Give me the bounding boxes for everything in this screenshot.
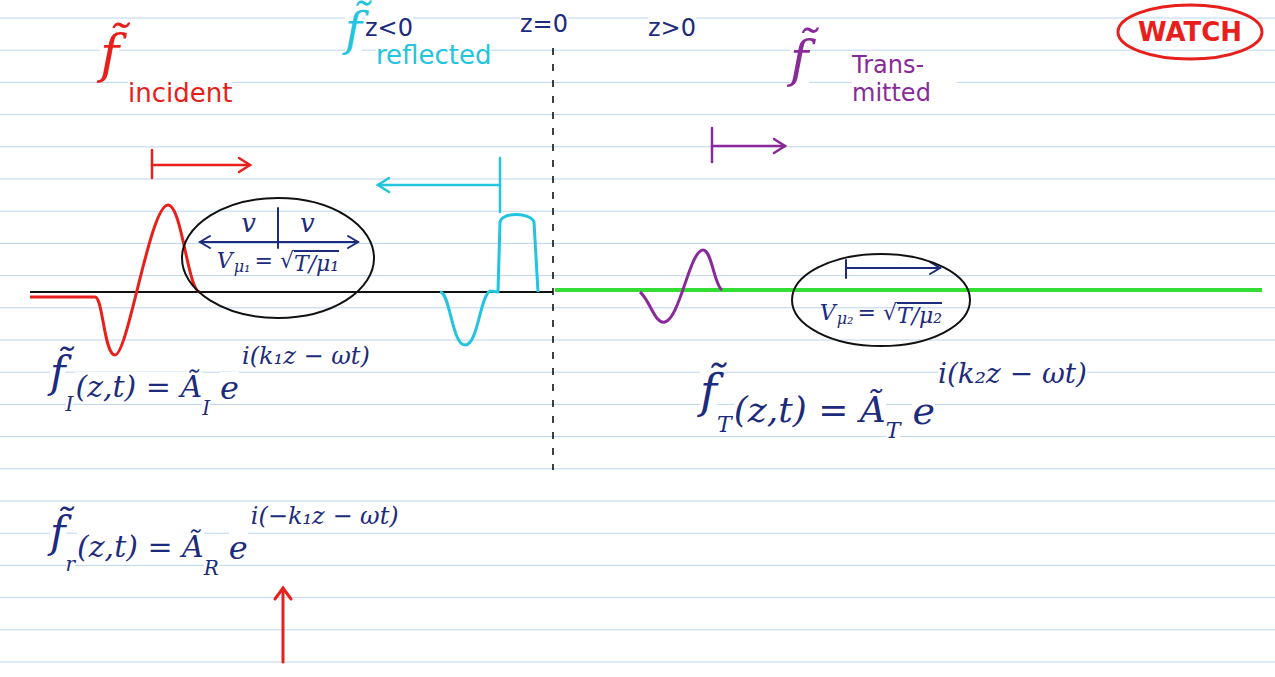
arrow-head bbox=[200, 236, 210, 248]
ruled-line bbox=[0, 436, 1275, 437]
speed-symbol: v bbox=[241, 210, 256, 236]
equation-subscript: R bbox=[204, 558, 219, 578]
ruled-line bbox=[0, 18, 1275, 19]
equation-exponent: i(k₂z − ωt) bbox=[938, 360, 1087, 388]
equation-term: (z,t) = Ã bbox=[734, 392, 886, 428]
formula-term: = √ bbox=[858, 302, 897, 324]
arrow-head bbox=[348, 236, 358, 248]
speed-arrow bbox=[846, 267, 940, 269]
ruled-line bbox=[0, 404, 1275, 405]
ruled-line bbox=[0, 501, 1275, 502]
boundary-line bbox=[552, 48, 554, 470]
equation-subscript: I bbox=[66, 394, 74, 414]
speed-arrow bbox=[200, 241, 278, 243]
ruled-line bbox=[0, 340, 1275, 341]
equation-symbol: f̃ bbox=[700, 368, 717, 414]
speed-arrow bbox=[278, 241, 358, 243]
wave-name: Trans- mitted bbox=[852, 52, 957, 107]
equation-exponent: i(k₁z − ωt) bbox=[242, 344, 370, 368]
ruled-lines bbox=[0, 18, 1275, 662]
formula-term: = √ bbox=[255, 250, 294, 272]
arrow-head bbox=[275, 588, 291, 599]
ruled-line bbox=[0, 597, 1275, 598]
equation-symbol: f̃ bbox=[50, 512, 66, 554]
equation-term: (z,t) = Ã bbox=[75, 372, 202, 402]
region-label: z>0 bbox=[648, 16, 696, 40]
wave-name: incident bbox=[128, 80, 232, 106]
ellipse-outline bbox=[792, 254, 970, 346]
ruled-line bbox=[0, 211, 1275, 212]
ruled-line bbox=[0, 179, 1275, 180]
ruled-line bbox=[0, 146, 1275, 147]
speed-bubble: Vμ₂= √T/μ₂ bbox=[790, 252, 972, 348]
note-text: WATCH bbox=[1138, 19, 1242, 45]
transmitted-pulse bbox=[640, 250, 722, 322]
ruled-line bbox=[0, 662, 1275, 663]
ellipse-outline bbox=[1118, 5, 1262, 59]
speed-symbol: v bbox=[300, 210, 315, 236]
node-outline bbox=[790, 252, 972, 348]
direction-arrow bbox=[378, 184, 500, 187]
formula-term: V bbox=[217, 250, 233, 272]
equation-symbol: f̃ bbox=[50, 352, 66, 394]
ruled-line bbox=[0, 565, 1275, 566]
string-right bbox=[555, 288, 1262, 292]
arrow-head bbox=[378, 178, 389, 192]
wave-symbol: f̃ bbox=[100, 28, 119, 80]
equation-subscript: T bbox=[717, 414, 732, 436]
arrow-head bbox=[774, 139, 785, 153]
equation-term: e bbox=[912, 392, 935, 430]
formula-term: V bbox=[820, 302, 836, 324]
watch-circle: WATCH bbox=[1115, 2, 1265, 62]
ruled-line bbox=[0, 629, 1275, 630]
incident-pulse bbox=[30, 205, 200, 355]
formula-radicand: T/μ₂ bbox=[897, 302, 942, 327]
ruled-line bbox=[0, 114, 1275, 115]
string-left bbox=[30, 291, 553, 293]
equation-subscript: T bbox=[886, 420, 901, 442]
boundary-label: z=0 bbox=[520, 12, 568, 36]
equation-term: e bbox=[229, 532, 248, 564]
region-label: z<0 bbox=[365, 16, 413, 40]
formula-subscript: μ₂ bbox=[837, 311, 854, 327]
equation-term: (z,t) = Ã bbox=[77, 532, 204, 562]
ruled-line bbox=[0, 243, 1275, 244]
wave-name: reflected bbox=[376, 42, 491, 68]
speed-bubble: vvVμ₁= √T/μ₁ bbox=[180, 196, 376, 320]
equation-subscript: r bbox=[66, 554, 76, 574]
ellipse-outline bbox=[182, 198, 374, 318]
wave-symbol: f̃ bbox=[790, 34, 809, 84]
wave-symbol: f̃ bbox=[345, 6, 362, 52]
ruled-line bbox=[0, 50, 1275, 51]
equation-exponent: i(−k₁z − ωt) bbox=[251, 504, 399, 528]
direction-arrow bbox=[712, 145, 785, 148]
direction-arrow bbox=[152, 164, 250, 167]
arrow-head bbox=[239, 158, 250, 172]
pointer-arrow bbox=[282, 588, 285, 662]
equation-term: e bbox=[220, 372, 239, 404]
reflected-pulse bbox=[440, 215, 538, 346]
ruled-line bbox=[0, 307, 1275, 308]
formula-radicand: T/μ₁ bbox=[294, 250, 339, 275]
formula-subscript: μ₁ bbox=[234, 259, 251, 275]
ruled-line bbox=[0, 468, 1275, 469]
equation-subscript: I bbox=[202, 398, 210, 418]
